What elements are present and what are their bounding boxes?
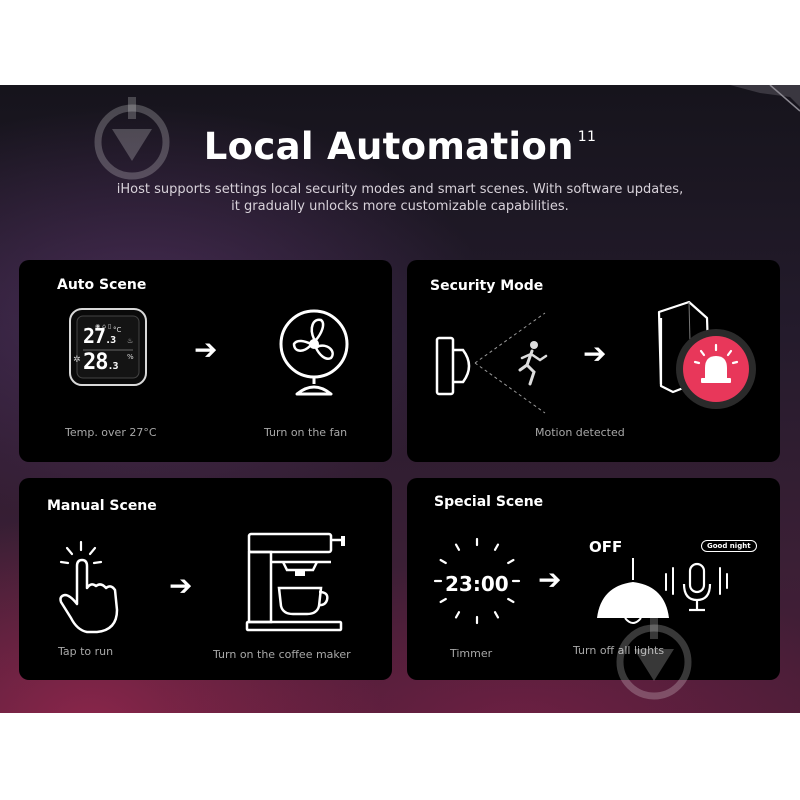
svg-text:◉ ⌂ ▯: ◉ ⌂ ▯: [95, 323, 111, 330]
running-person-icon: [518, 341, 548, 386]
coffee-maker-icon: [245, 532, 345, 632]
trigger-caption: Timmer: [450, 647, 493, 660]
clock-tick: [493, 543, 500, 551]
auto-scene-card: Auto Scene ◉ ⌂ ▯ 27.3 °C 28.3 % ✲ ♨ ➔: [19, 260, 392, 462]
flame-icon: ♨: [127, 337, 134, 345]
clock-tick: [507, 597, 515, 604]
lamp-state-label: OFF: [589, 538, 623, 556]
watermark-icon: [94, 97, 170, 180]
arrow-icon: ➔: [169, 569, 193, 602]
device-edge-decoration: [730, 85, 800, 112]
action-caption: Turn on the fan: [264, 426, 348, 439]
arrow-icon: ➔: [538, 563, 562, 596]
clock-tick: [507, 558, 515, 565]
alarm-badge-icon: [675, 407, 761, 462]
security-mode-card: Security Mode ➔: [407, 260, 780, 462]
card-title: Special Scene: [434, 494, 544, 510]
card-title: Auto Scene: [57, 277, 147, 293]
clock-tick: [439, 558, 447, 565]
arrow-icon: ➔: [583, 337, 607, 370]
clock-tick: [454, 611, 461, 619]
footnote-marker: 11: [577, 129, 597, 145]
action-caption: Turn on the coffee maker: [213, 648, 351, 661]
clock-tick: [493, 611, 500, 619]
microphone-icon: [665, 562, 728, 612]
pendant-lamp-icon: [597, 558, 669, 624]
clock-tick: [439, 597, 447, 604]
motion-sensor-icon: [435, 336, 471, 396]
page-subtitle: iHost supports settings local security m…: [116, 182, 684, 214]
card-title: Security Mode: [430, 278, 544, 294]
sensor-temp-unit: °C: [113, 326, 122, 334]
arrow-icon: ➔: [194, 333, 218, 366]
tap-hand-icon: [59, 540, 119, 634]
sensor-humidity-unit: %: [127, 353, 134, 361]
clock-time: 23:00: [445, 572, 509, 596]
clock-tick: [454, 543, 461, 551]
action-caption: Turn off all lights: [573, 644, 665, 657]
voice-command-bubble: Good night: [701, 540, 757, 552]
fan-icon: [279, 309, 349, 396]
alarm-badge: [676, 329, 756, 409]
detection-range-icon: [474, 312, 546, 414]
special-scene-card: Special Scene 23:00 ➔ OFF Good night: [407, 478, 780, 680]
sensor-humidity-reading: 28.3: [83, 350, 119, 375]
sun-icon: ✲: [73, 355, 81, 365]
manual-scene-card: Manual Scene ➔ Tap to run Turn on the co…: [19, 478, 392, 680]
trigger-caption: Motion detected: [535, 426, 625, 439]
trigger-caption: Temp. over 27°C: [65, 426, 157, 439]
clock-icon: [433, 537, 521, 625]
card-title: Manual Scene: [47, 498, 157, 514]
watermark-icon: [616, 617, 692, 700]
display-sensor-icon: ◉ ⌂ ▯: [69, 308, 147, 386]
sensor-temperature-reading: 27.3: [83, 324, 116, 348]
trigger-caption: Tap to run: [58, 645, 114, 658]
